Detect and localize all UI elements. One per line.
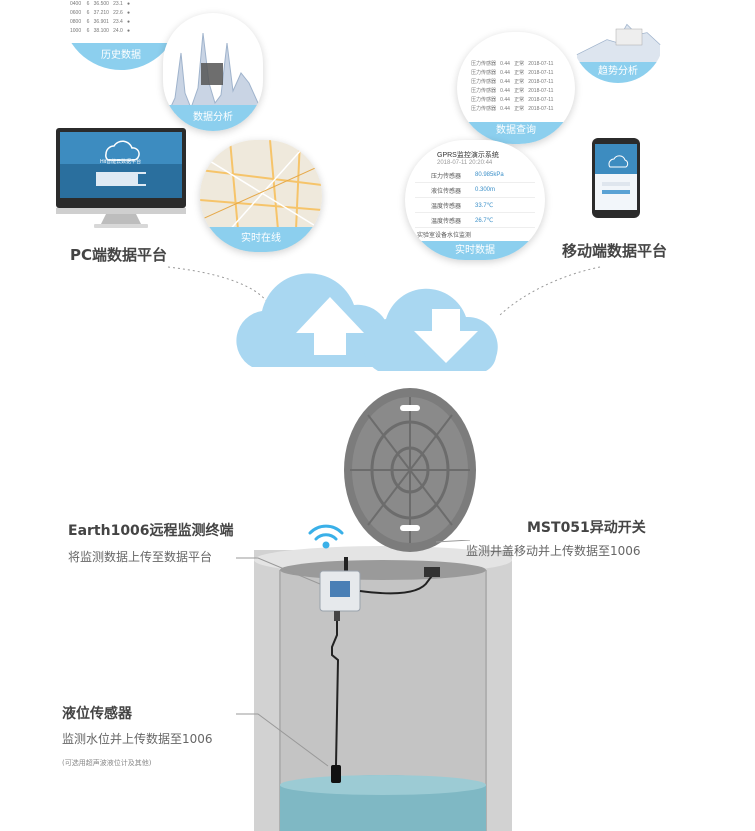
mobile-phone-illustration xyxy=(592,138,640,218)
cloud-connectors xyxy=(167,266,601,371)
callout-lines xyxy=(236,540,471,767)
terminal-desc: 将监测数据上传至数据平台 xyxy=(68,550,213,564)
pc-platform-title: PC端数据平台 xyxy=(70,246,168,264)
mobile-row: 压力传感器 80.985kPa xyxy=(415,168,535,183)
realtime-online-label: 实时在线 xyxy=(241,233,281,245)
upload-cloud-icon xyxy=(236,273,390,367)
pc-monitor-illustration xyxy=(56,128,186,228)
wifi-signal-icon xyxy=(308,524,344,549)
mobile-panel-time: 2018-07-11 20:20:44 xyxy=(437,160,493,166)
analysis-chart xyxy=(167,32,259,114)
level-sensor-title: 液位传感器 xyxy=(62,706,132,722)
history-data-label: 历史数据 xyxy=(101,50,141,61)
realtime-data-circle: GPRS监控演示系统 2018-07-11 20:20:44 压力传感器 80.… xyxy=(405,140,545,260)
data-analysis-circle: 数据分析 xyxy=(163,13,263,131)
query-mini-table: 压力传感器 0.44 正常 2018-07-11 压力传感器 0.44 正常 2… xyxy=(471,61,554,112)
data-query-circle: 压力传感器 0.44 正常 2018-07-11 压力传感器 0.44 正常 2… xyxy=(457,32,575,144)
realtime-online-circle: 实时在线 xyxy=(200,140,322,252)
level-sensor-desc: 监测水位并上传数据至1006 xyxy=(62,732,213,746)
mobile-row: 温度传感器 33.7℃ xyxy=(415,198,535,213)
trend-analysis-circle: 趋势分析 xyxy=(572,0,664,83)
switch-desc: 监测井盖移动并上传数据至1006 xyxy=(466,544,641,558)
pc-screen-brand: Hit智能云数据平台 xyxy=(100,159,142,165)
mobile-row: 液位传感器 0.300m xyxy=(415,183,535,198)
terminal-title: Earth1006远程监测终端 xyxy=(68,523,234,539)
trend-analysis-label: 趋势分析 xyxy=(598,65,638,77)
manhole-cover-icon xyxy=(344,388,476,552)
data-query-label: 数据查询 xyxy=(496,125,536,137)
data-analysis-label: 数据分析 xyxy=(193,111,233,123)
trend-chart xyxy=(576,23,661,65)
download-cloud-icon xyxy=(363,288,498,371)
level-sensor-note: (可选用超声波液位计及其他) xyxy=(62,759,152,767)
level-sensor-device xyxy=(331,765,341,783)
realtime-data-label: 实时数据 xyxy=(455,245,495,257)
switch-title: MST051异动开关 xyxy=(527,520,646,536)
history-data-circle: 0400 6 36.500 23.1 ● 0600 6 37.210 22.6 … xyxy=(62,0,180,70)
mobile-row: 温度传感器 26.7℃ xyxy=(415,213,535,228)
history-mini-table: 0400 6 36.500 23.1 ● 0600 6 37.210 22.6 … xyxy=(70,1,131,34)
well-illustration xyxy=(254,388,512,831)
mobile-panel-title: GPRS监控演示系统 xyxy=(437,152,499,159)
mobile-panel-footer: 实验室设备水位监测 xyxy=(417,233,472,239)
mst051-switch-device xyxy=(424,567,440,577)
mobile-platform-title: 移动端数据平台 xyxy=(562,242,668,260)
